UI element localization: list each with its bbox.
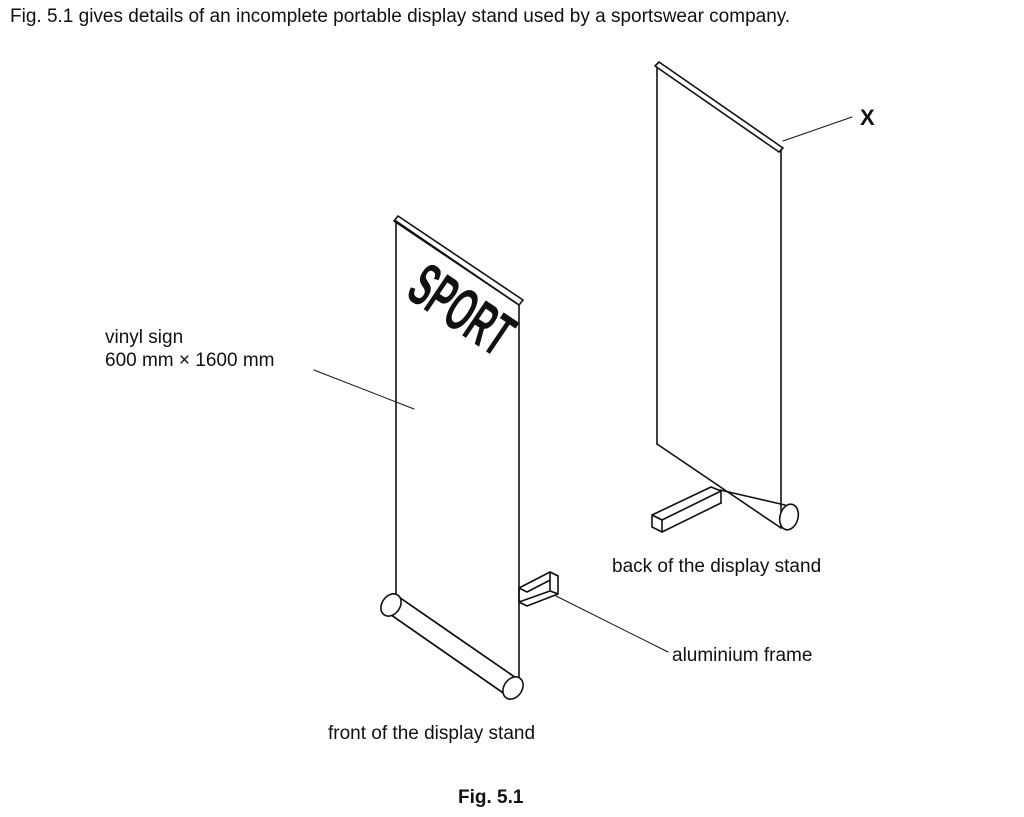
- intro-text: Fig. 5.1 gives details of an incomplete …: [10, 6, 791, 27]
- back-aluminium-foot: [651, 486, 722, 533]
- front-aluminium-foot: [518, 571, 559, 607]
- leader-x: [782, 116, 853, 142]
- front-stand-label: front of the display stand: [328, 723, 536, 744]
- vinyl-sign-label-line2: 600 mm × 1600 mm: [105, 350, 275, 371]
- sign-text: SPORT: [396, 251, 526, 369]
- front-stand: [380, 215, 559, 700]
- leader-aluminium-frame: [555, 595, 669, 653]
- leader-vinyl-sign: [313, 369, 415, 410]
- back-stand: [651, 61, 800, 533]
- vinyl-sign-label-line1: vinyl sign: [105, 327, 184, 348]
- back-top-rail-x: [654, 61, 784, 153]
- back-stand-label: back of the display stand: [612, 556, 822, 577]
- aluminium-frame-label: aluminium frame: [672, 645, 813, 666]
- front-vinyl-panel: [395, 220, 520, 691]
- front-base-roller: [380, 593, 524, 700]
- x-marker-label: X: [860, 105, 875, 130]
- figure-caption: Fig. 5.1: [458, 787, 524, 808]
- back-roller-end: [778, 503, 800, 531]
